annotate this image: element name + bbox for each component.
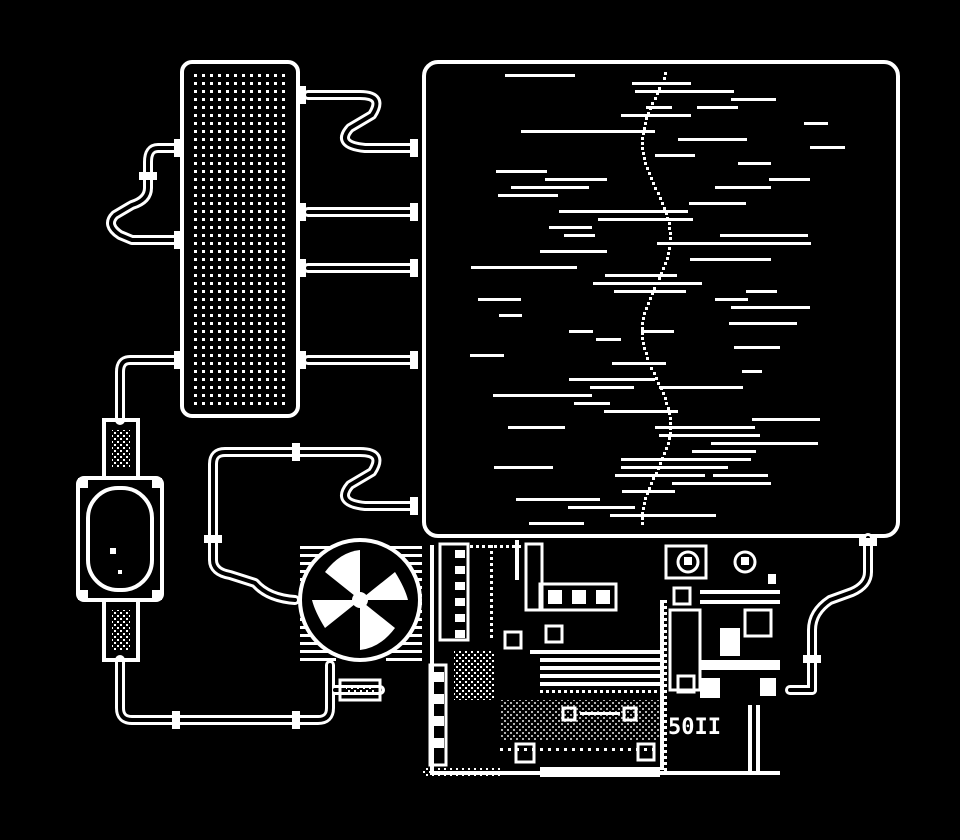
radiator <box>180 60 300 418</box>
board-label: 50II <box>668 715 721 740</box>
circuit-board: 50II <box>422 540 780 777</box>
circuit-board-icon <box>430 540 780 777</box>
reservoir-icon <box>86 486 154 592</box>
pump-fan <box>298 538 422 702</box>
radiator-fins-icon <box>193 72 289 406</box>
fan-icon <box>312 550 408 650</box>
panel-signal-trace <box>641 72 672 525</box>
reservoir <box>76 418 164 662</box>
panel-scan-lines <box>470 74 845 525</box>
coolant-tubes-inner <box>109 93 870 722</box>
tube-fittings <box>139 86 877 729</box>
display-panel <box>422 60 900 538</box>
